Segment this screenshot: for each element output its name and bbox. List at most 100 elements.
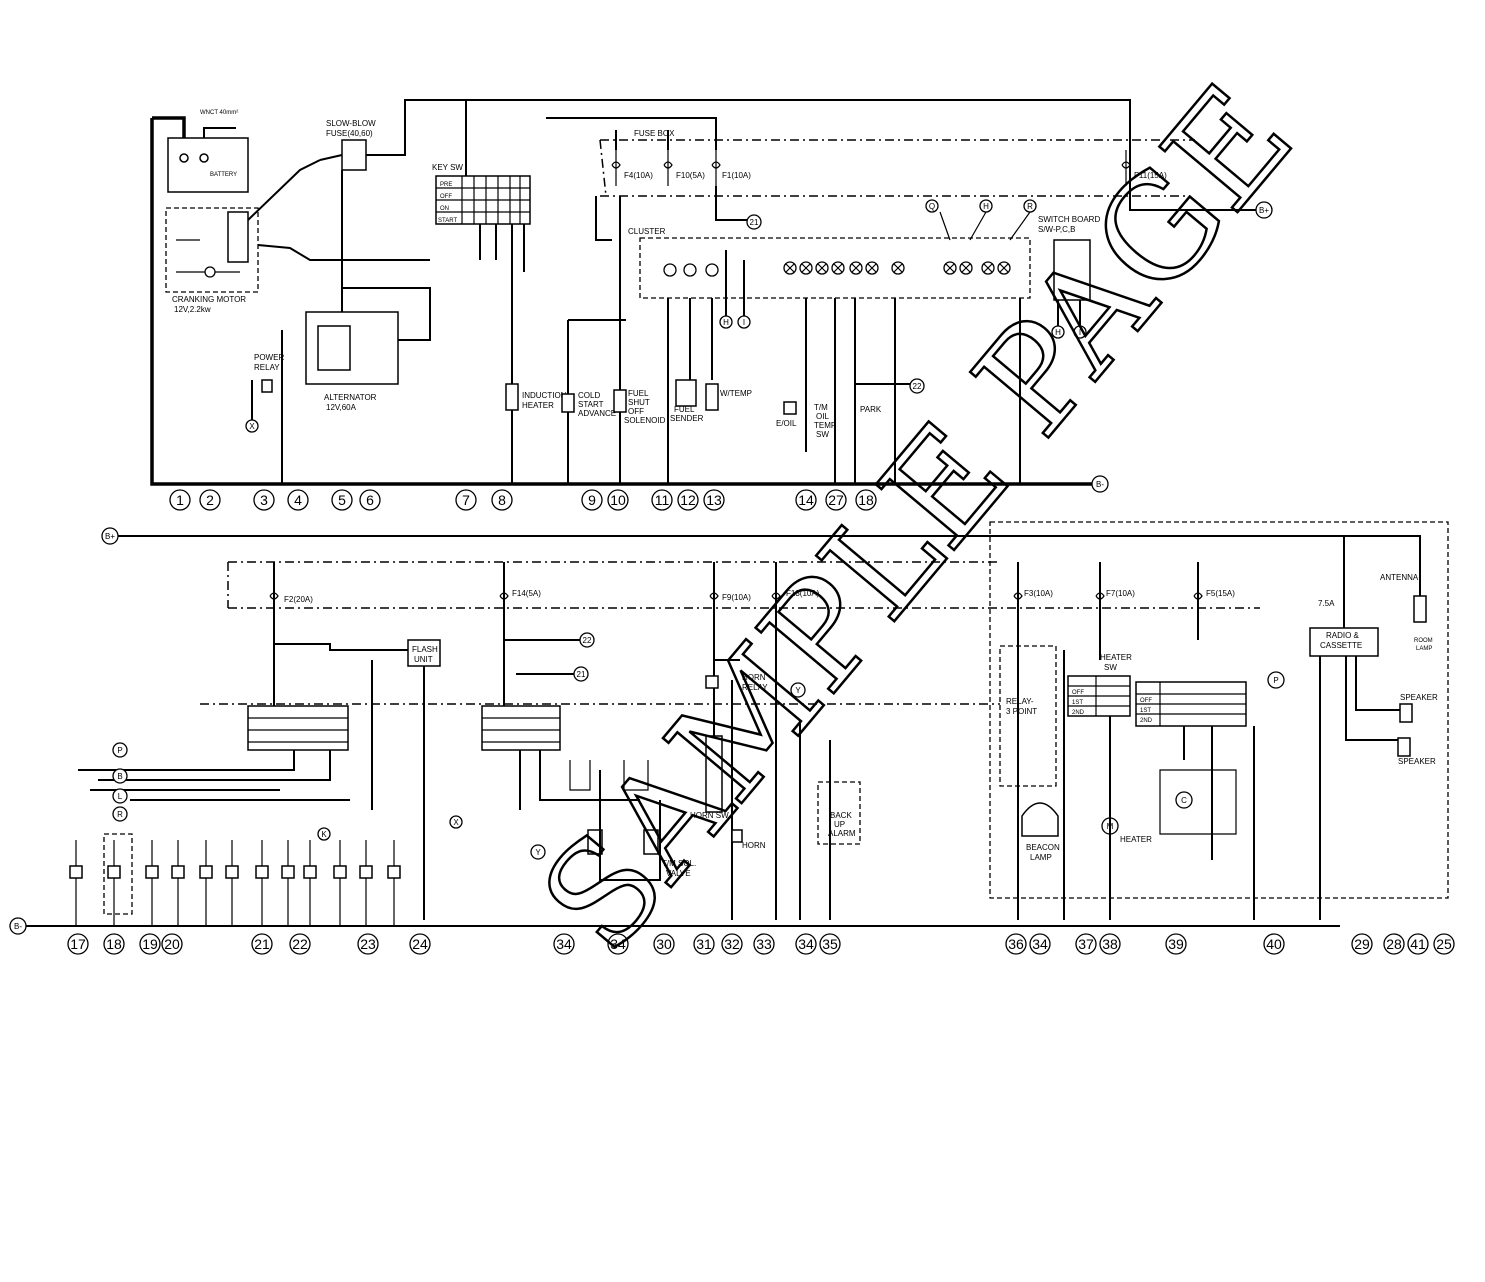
svg-text:W/TEMP: W/TEMP bbox=[720, 389, 752, 398]
connector-i-2: I bbox=[743, 318, 745, 327]
lamp-cross bbox=[983, 263, 993, 273]
cluster: CLUSTER bbox=[628, 227, 1031, 299]
svg-text:40: 40 bbox=[1266, 936, 1282, 952]
svg-text:RELAY: RELAY bbox=[254, 363, 280, 372]
circuit-number-bottom: 34 bbox=[553, 933, 575, 955]
svg-text:SPEAKER: SPEAKER bbox=[1400, 693, 1438, 702]
svg-text:SW: SW bbox=[1104, 663, 1117, 672]
circuit-number-top: 4 bbox=[287, 489, 309, 511]
circuit-number-top: 8 bbox=[491, 489, 513, 511]
circuit-number-top: 9 bbox=[581, 489, 603, 511]
svg-text:22: 22 bbox=[292, 936, 308, 952]
circuit-number-bottom: 36 bbox=[1005, 933, 1027, 955]
svg-text:VALVE: VALVE bbox=[666, 869, 691, 878]
svg-text:13: 13 bbox=[706, 492, 722, 508]
connector-tap-label: L bbox=[118, 792, 123, 801]
connector-tap bbox=[112, 806, 128, 822]
svg-text:25: 25 bbox=[1436, 936, 1452, 952]
svg-text:KEY SW: KEY SW bbox=[432, 163, 463, 172]
fuel-sender: FUEL SENDER bbox=[670, 379, 704, 423]
svg-text:3: 3 bbox=[260, 492, 268, 508]
circuit-number-top: 13 bbox=[703, 489, 725, 511]
svg-text:18: 18 bbox=[858, 492, 874, 508]
back-up-alarm: BACK UP ALARM bbox=[817, 781, 861, 845]
wire-size-label: WNCT 40mm² bbox=[200, 110, 238, 116]
connector-tap-label: R bbox=[117, 810, 123, 819]
circuit-number-bottom: 23 bbox=[357, 933, 379, 955]
beacon-lamp: BEACON LAMP bbox=[1021, 802, 1060, 862]
svg-text:29: 29 bbox=[1354, 936, 1370, 952]
fuse-f7: F7(10A) bbox=[1106, 589, 1135, 598]
induction-heater: INDUCTION HEATER bbox=[505, 383, 567, 411]
cold-start-advance: COLD START ADVANCE bbox=[561, 391, 616, 418]
horn-switch: HORN SW bbox=[690, 735, 729, 820]
circuit-number-top: 2 bbox=[199, 489, 221, 511]
pump-p: P bbox=[1273, 676, 1278, 685]
svg-text:INDUCTION: INDUCTION bbox=[522, 391, 567, 400]
circuit-number-bottom: 40 bbox=[1263, 933, 1285, 955]
tm-sol-valve: T/M SOL. VALVE bbox=[587, 829, 696, 878]
svg-text:ALARM: ALARM bbox=[828, 829, 856, 838]
connector-tap bbox=[112, 742, 128, 758]
svg-text:START: START bbox=[578, 400, 604, 409]
svg-text:T/M SOL.: T/M SOL. bbox=[662, 859, 696, 868]
svg-text:12: 12 bbox=[680, 492, 696, 508]
svg-text:1ST: 1ST bbox=[1072, 700, 1083, 706]
svg-text:6: 6 bbox=[366, 492, 374, 508]
svg-text:12V,60A: 12V,60A bbox=[326, 403, 357, 412]
room-lamp: ROOM LAMP bbox=[1413, 595, 1433, 652]
fuse-f4: F4(10A) bbox=[624, 171, 653, 180]
circuit-number-top: 1 bbox=[169, 489, 191, 511]
circuit-number-bottom: 31 bbox=[693, 933, 715, 955]
svg-text:BEACON: BEACON bbox=[1026, 843, 1060, 852]
circuit-number-top: 3 bbox=[253, 489, 275, 511]
circuit-number-bottom: 20 bbox=[161, 933, 183, 955]
bminus-bottom: B- bbox=[14, 922, 22, 931]
circuit-number-bottom: 29 bbox=[1351, 933, 1373, 955]
svg-text:36: 36 bbox=[1008, 936, 1024, 952]
svg-text:2ND: 2ND bbox=[1140, 718, 1153, 724]
connector-tap-label: P bbox=[117, 746, 122, 755]
connector-x-bottom: X bbox=[453, 818, 459, 827]
lamp-cross bbox=[817, 263, 827, 273]
engine-oil-switch: E/OIL bbox=[776, 401, 797, 428]
connector-22-bottom: 22 bbox=[583, 636, 592, 645]
svg-text:HORN: HORN bbox=[742, 673, 766, 682]
svg-text:12V,2.2kw: 12V,2.2kw bbox=[174, 305, 211, 314]
svg-text:8: 8 bbox=[498, 492, 506, 508]
park-switch: PARK bbox=[860, 405, 882, 414]
circuit-number-top: 11 bbox=[651, 489, 673, 511]
svg-text:28: 28 bbox=[1386, 936, 1402, 952]
svg-text:32: 32 bbox=[724, 936, 740, 952]
circuit-number-bottom: 19 bbox=[139, 933, 161, 955]
svg-text:FUEL: FUEL bbox=[628, 389, 649, 398]
lamp-symbol bbox=[387, 865, 401, 879]
lamp-symbol bbox=[69, 865, 83, 879]
svg-text:14: 14 bbox=[798, 492, 814, 508]
lamp-symbol bbox=[333, 865, 347, 879]
bplus-bottom: B+ bbox=[105, 532, 115, 541]
svg-text:9: 9 bbox=[588, 492, 596, 508]
svg-text:OFF: OFF bbox=[628, 407, 644, 416]
lamp-symbol bbox=[145, 865, 159, 879]
lamp-cross bbox=[961, 263, 971, 273]
svg-text:COLD: COLD bbox=[578, 391, 600, 400]
svg-text:34: 34 bbox=[798, 936, 814, 952]
fuse-f5: F5(15A) bbox=[1206, 589, 1235, 598]
circuit-number-bottom: 28 bbox=[1383, 933, 1405, 955]
horn: HORN bbox=[731, 829, 766, 850]
svg-text:PRE: PRE bbox=[440, 182, 452, 188]
key-switch: KEY SW PRE OFF ON START bbox=[432, 163, 531, 225]
circuit-number-bottom: 24 bbox=[409, 933, 431, 955]
circuit-number-bottom: 17 bbox=[67, 933, 89, 955]
svg-text:38: 38 bbox=[1102, 936, 1118, 952]
svg-text:23: 23 bbox=[360, 936, 376, 952]
svg-text:CLUSTER: CLUSTER bbox=[628, 227, 666, 236]
circuit-number-bottom: 25 bbox=[1433, 933, 1455, 955]
circuit-number-bottom: 33 bbox=[753, 933, 775, 955]
svg-text:ROOM: ROOM bbox=[1414, 638, 1433, 644]
antenna-label: ANTENNA bbox=[1380, 573, 1419, 582]
svg-text:ADVANCE: ADVANCE bbox=[578, 409, 616, 418]
circuit-number-top: 5 bbox=[331, 489, 353, 511]
